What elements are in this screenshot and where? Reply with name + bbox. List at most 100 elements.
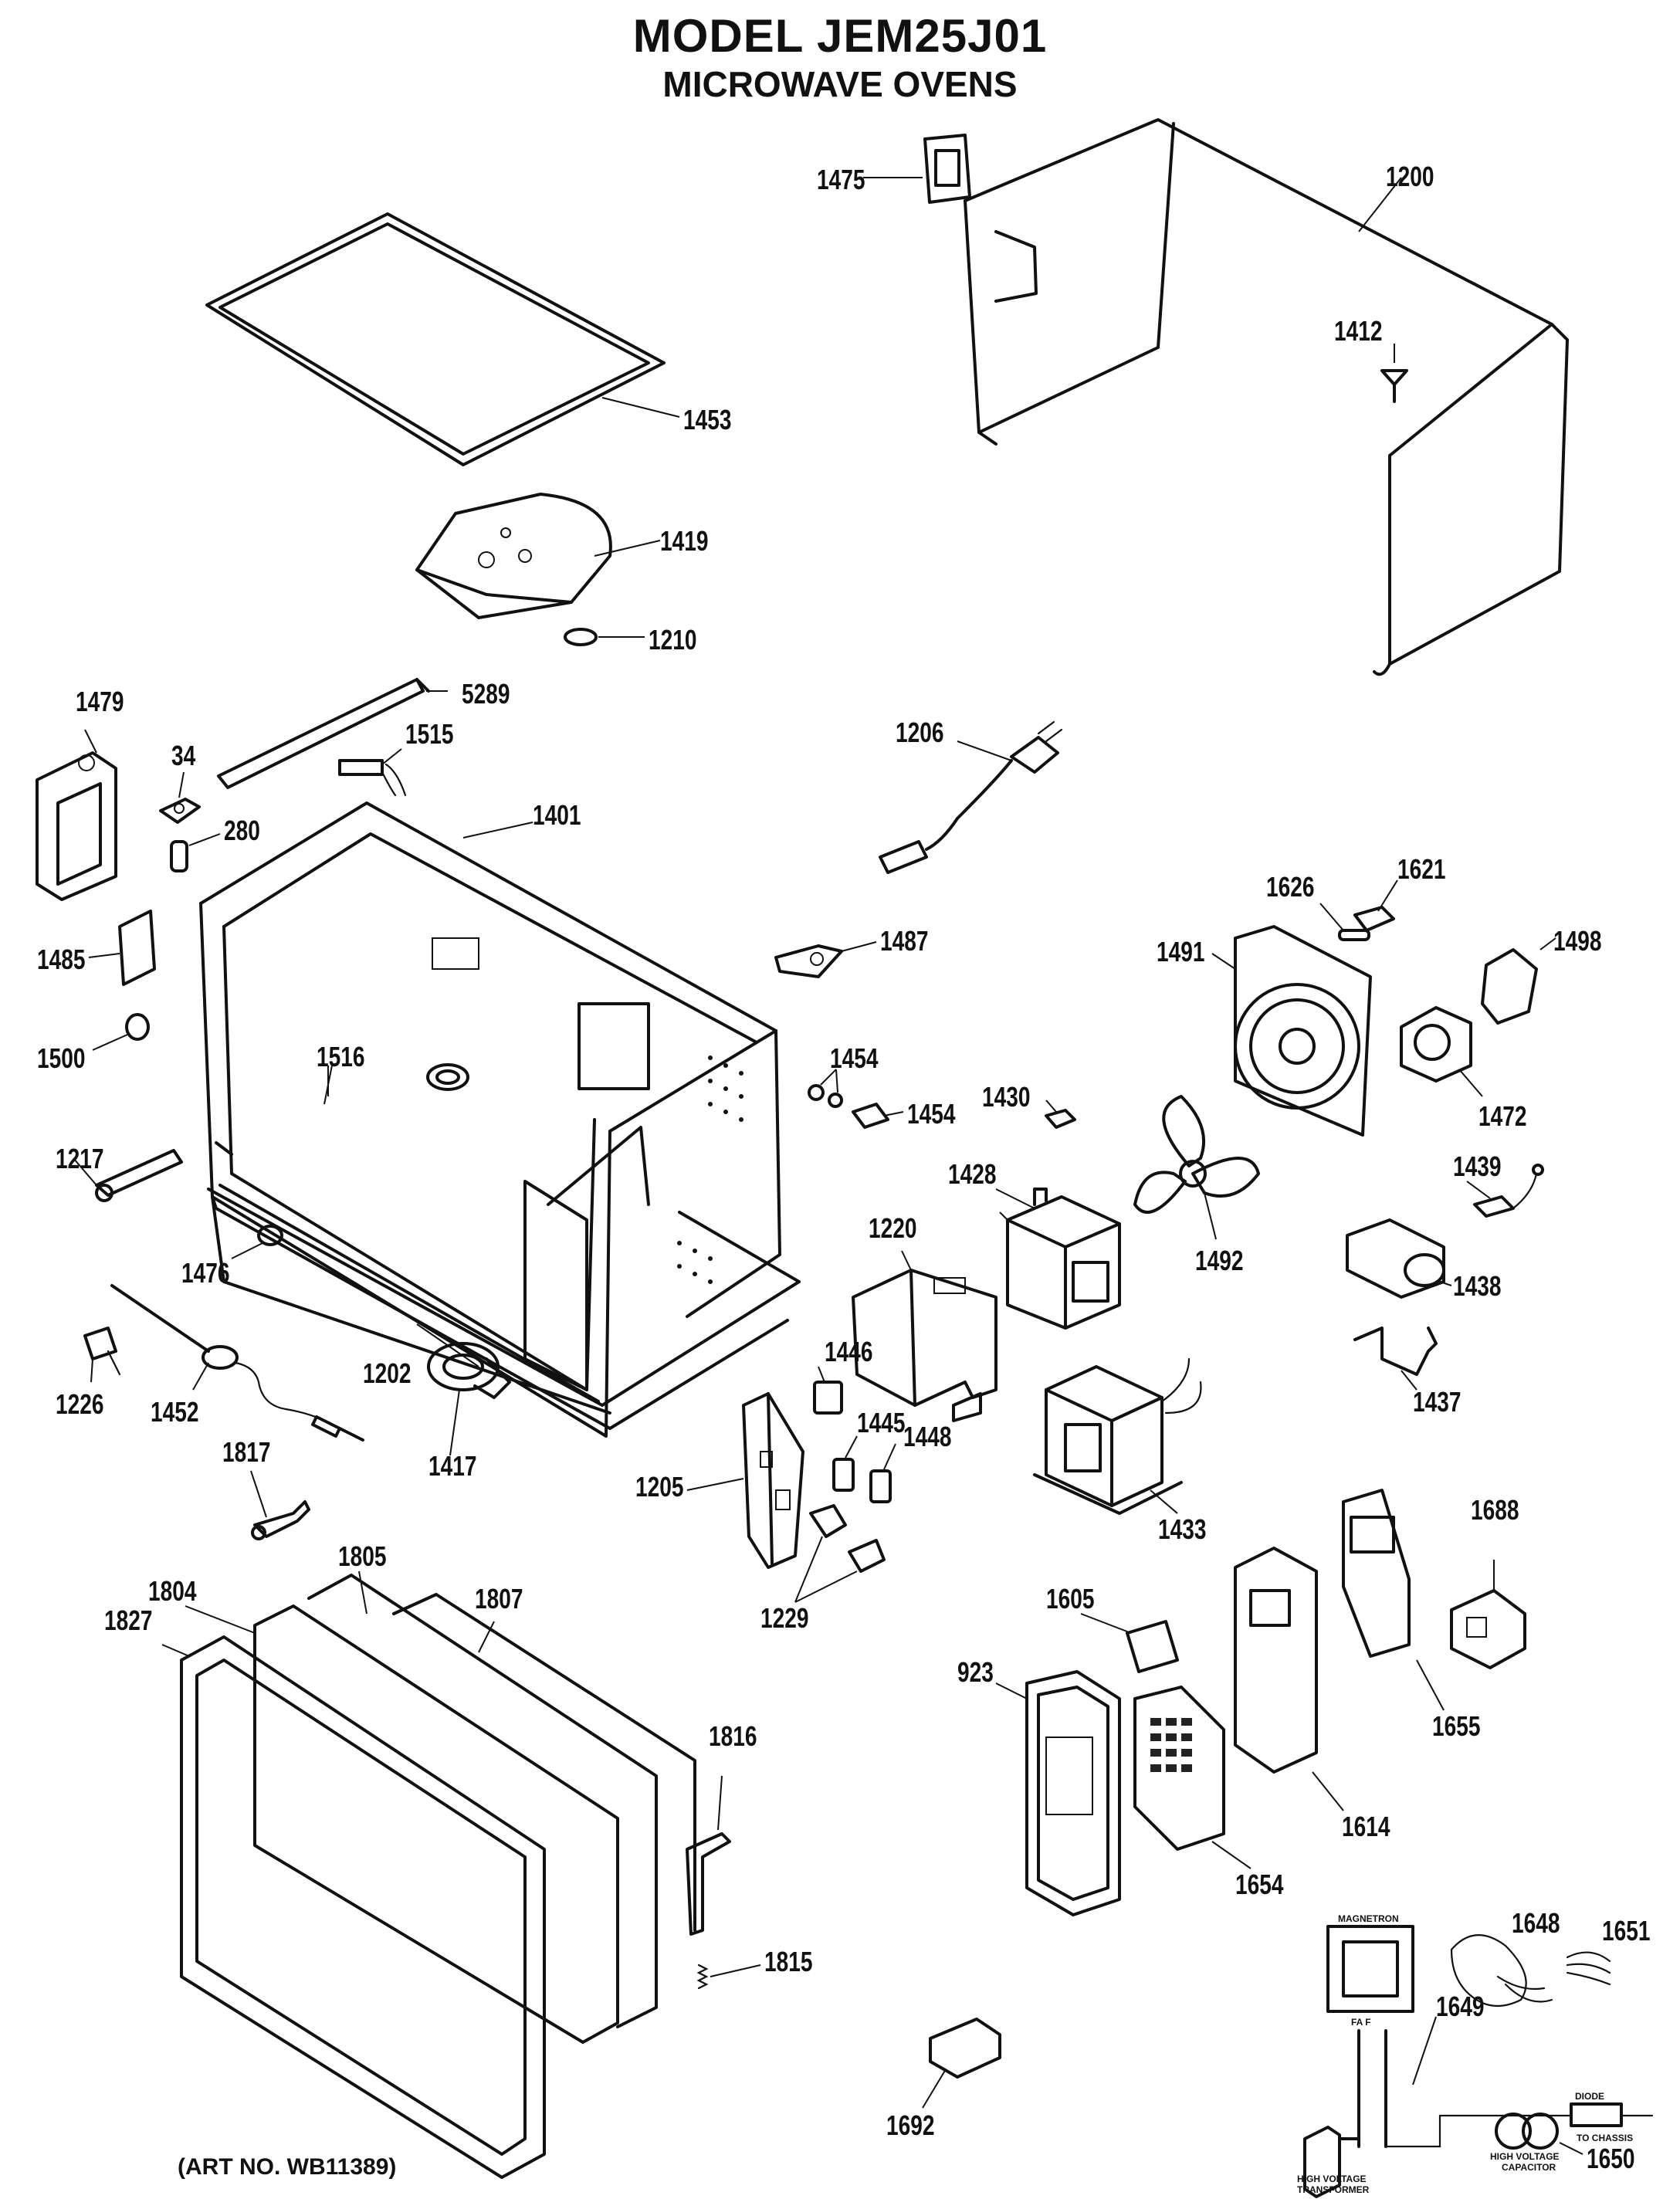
part-1202-drawing xyxy=(211,1141,789,1430)
part-1498-drawing xyxy=(1481,937,1556,1025)
part-280-drawing xyxy=(170,833,221,872)
part-1438-drawing xyxy=(1346,1218,1452,1299)
callout-1220: 1220 xyxy=(869,1212,917,1244)
model-subtitle: MICROWAVE OVENS xyxy=(662,64,1018,104)
callout-1454-side: 1454 xyxy=(907,1098,956,1130)
callout-1448: 1448 xyxy=(903,1421,952,1452)
schematic-capacitor-label-1: HIGH VOLTAGE xyxy=(1490,2151,1560,2162)
callout-1419: 1419 xyxy=(660,525,709,557)
callout-1433: 1433 xyxy=(1158,1513,1207,1545)
part-1476-drawing xyxy=(231,1225,283,1259)
callout-1614: 1614 xyxy=(1342,1811,1390,1842)
callout-1654: 1654 xyxy=(1235,1869,1284,1900)
callout-1452: 1452 xyxy=(151,1396,199,1428)
callout-1805: 1805 xyxy=(338,1540,387,1572)
part-1688-drawing xyxy=(1450,1560,1526,1669)
part-1605-drawing xyxy=(1080,1613,1179,1673)
part-1487-drawing xyxy=(774,941,877,978)
part-1654-drawing xyxy=(1133,1686,1252,1869)
callout-1621: 1621 xyxy=(1397,853,1446,885)
callout-1412: 1412 xyxy=(1334,315,1383,347)
part-1417-drawing xyxy=(427,1342,511,1456)
part-1428-drawing xyxy=(995,1188,1121,1330)
part-1648-drawing xyxy=(1450,1934,1553,2008)
part-1492-drawing xyxy=(1133,1095,1260,1240)
art-number: (ART NO. WB11389) xyxy=(178,2154,397,2180)
callout-1827: 1827 xyxy=(104,1604,153,1636)
part-1817-drawing xyxy=(250,1470,310,1540)
door-assembly-drawing xyxy=(161,1570,696,2179)
callout-1485: 1485 xyxy=(37,944,86,975)
part-1515-drawing xyxy=(338,748,407,797)
callout-1816: 1816 xyxy=(709,1720,757,1752)
part-1626-1621-drawing xyxy=(1319,879,1398,941)
part-1692-drawing xyxy=(922,2018,1001,2109)
callout-1454-top: 1454 xyxy=(830,1042,879,1074)
callout-1472: 1472 xyxy=(1478,1100,1527,1132)
part-1614-drawing xyxy=(1234,1547,1344,1811)
schematic-terminals-label: FA F xyxy=(1351,2017,1371,2028)
callout-1804: 1804 xyxy=(148,1575,197,1607)
schematic-transformer-label-1: HIGH VOLTAGE xyxy=(1297,2174,1367,2184)
part-1419-drawing xyxy=(415,493,661,619)
callout-1516: 1516 xyxy=(317,1041,365,1072)
callout-1491: 1491 xyxy=(1157,936,1205,967)
part-1200-drawing xyxy=(964,118,1569,676)
part-923-drawing xyxy=(995,1670,1121,1916)
part-1655-drawing xyxy=(1342,1489,1445,1711)
callout-1626: 1626 xyxy=(1266,871,1315,903)
schematic-magnetron-label: MAGNETRON xyxy=(1338,1913,1399,1924)
callout-1605: 1605 xyxy=(1046,1583,1095,1615)
callout-1217: 1217 xyxy=(56,1143,104,1174)
callout-1428: 1428 xyxy=(948,1158,997,1190)
callout-1229: 1229 xyxy=(760,1602,809,1634)
callout-1651: 1651 xyxy=(1602,1915,1651,1947)
callout-1200: 1200 xyxy=(1386,161,1434,192)
part-34-drawing xyxy=(159,771,201,824)
callout-1815: 1815 xyxy=(764,1946,813,1977)
callout-1446: 1446 xyxy=(825,1336,873,1367)
callout-1437: 1437 xyxy=(1413,1386,1462,1418)
schematic-chassis-label: TO CHASSIS xyxy=(1577,2133,1634,2143)
callout-1807: 1807 xyxy=(475,1583,523,1615)
part-1816-drawing xyxy=(686,1775,731,1936)
schematic-diode-label: DIODE xyxy=(1575,2091,1605,2102)
callout-1492: 1492 xyxy=(1195,1245,1244,1276)
callout-1650: 1650 xyxy=(1587,2143,1635,2174)
callout-1648: 1648 xyxy=(1512,1907,1560,1939)
part-1446-drawing xyxy=(813,1366,843,1415)
callout-34: 34 xyxy=(171,740,196,771)
part-1479-drawing xyxy=(36,729,117,901)
callout-1487: 1487 xyxy=(880,925,929,957)
callout-1202: 1202 xyxy=(363,1357,412,1389)
callout-280: 280 xyxy=(224,815,260,846)
model-title: MODEL JEM25J01 xyxy=(632,10,1048,62)
part-1229-drawing xyxy=(794,1504,886,1603)
callout-1430: 1430 xyxy=(982,1081,1031,1113)
callout-1226: 1226 xyxy=(56,1388,104,1420)
part-1220-drawing xyxy=(852,1250,998,1422)
callout-1655: 1655 xyxy=(1432,1710,1481,1742)
callout-1688: 1688 xyxy=(1471,1494,1519,1526)
part-1210-drawing xyxy=(564,628,645,646)
part-1205-drawing xyxy=(686,1392,804,1569)
part-1437-drawing xyxy=(1353,1327,1438,1391)
part-1430-drawing xyxy=(1045,1100,1076,1129)
callout-1476: 1476 xyxy=(181,1257,230,1289)
part-1433-drawing xyxy=(1033,1357,1202,1515)
callout-1500: 1500 xyxy=(37,1042,86,1074)
callout-1205: 1205 xyxy=(635,1471,684,1503)
callout-1817: 1817 xyxy=(222,1436,271,1468)
part-1815-drawing xyxy=(696,1964,761,1990)
callout-5289: 5289 xyxy=(462,678,510,710)
callout-1479: 1479 xyxy=(76,686,124,717)
part-1412-drawing xyxy=(1380,344,1408,403)
part-1651-drawing xyxy=(1566,1951,1611,1986)
part-1453-drawing xyxy=(205,212,680,466)
callout-1210: 1210 xyxy=(649,624,697,656)
part-1475-drawing xyxy=(863,134,971,204)
part-1217-drawing xyxy=(73,1149,183,1202)
callout-1417: 1417 xyxy=(428,1450,477,1482)
callout-1498: 1498 xyxy=(1553,925,1602,957)
